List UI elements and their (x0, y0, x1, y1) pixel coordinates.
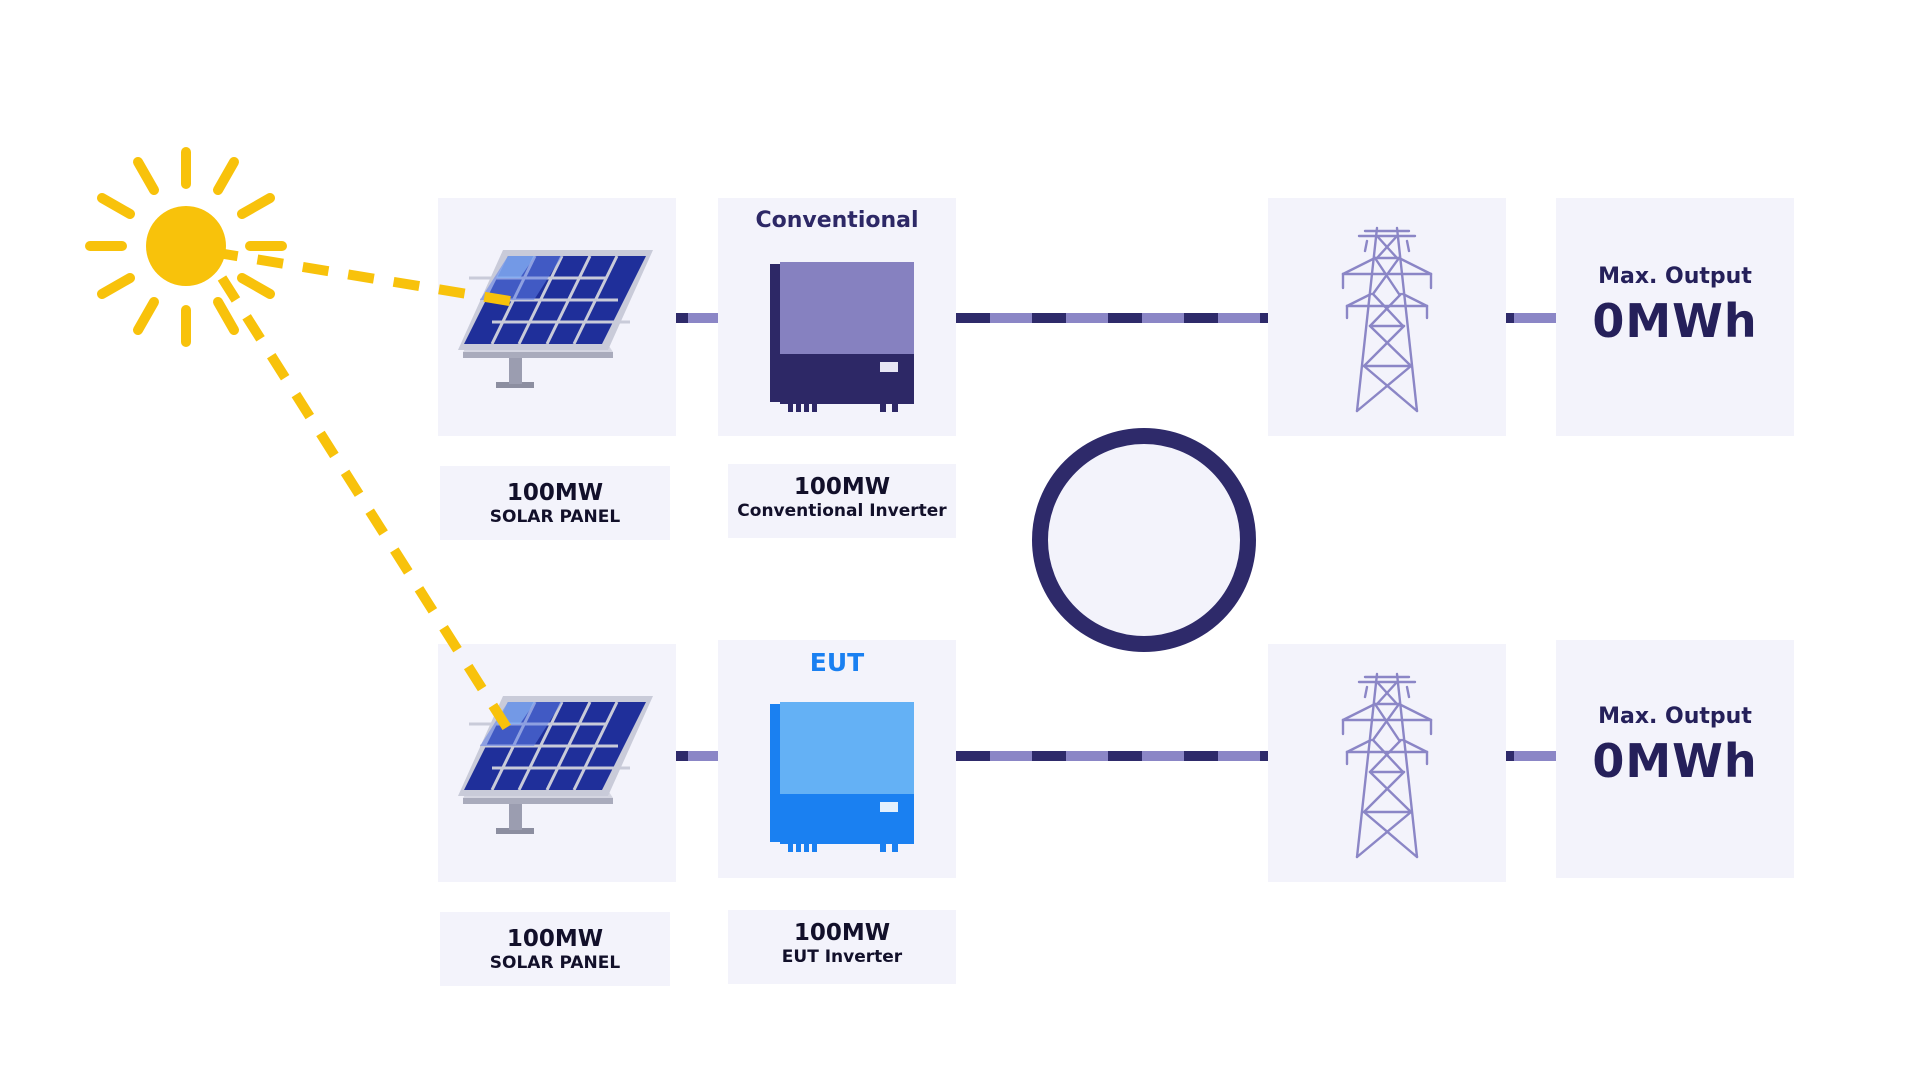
tower-box-bottom (1268, 644, 1506, 882)
inverter-title-conventional: Conventional (755, 208, 919, 233)
inverter-name: Conventional Inverter (737, 501, 947, 521)
inverter-title-top: Conventional (718, 198, 956, 258)
max-output-value: 0MWh (1592, 734, 1758, 788)
max-output-value: 0MWh (1592, 294, 1758, 348)
output-box-top (1556, 198, 1794, 436)
inverter-icon (770, 702, 914, 852)
panel-name: SOLAR PANEL (489, 953, 621, 973)
inverter-label-bottom: 100MW EUT Inverter (728, 910, 956, 984)
max-output-title: Max. Output (1598, 704, 1752, 729)
max-output-title: Max. Output (1598, 264, 1752, 289)
sunlight-beams (211, 247, 529, 745)
solar-panel-label-top: 100MW SOLAR PANEL (440, 466, 670, 540)
inverter-capacity: 100MW (793, 920, 891, 946)
inverter-title-eut: EUT (809, 648, 865, 677)
status-circle (1032, 428, 1256, 652)
inverter-name: EUT Inverter (781, 947, 903, 967)
output-box-bottom (1556, 640, 1794, 878)
max-output-top: Max. Output 0MWh (1556, 198, 1794, 436)
inverter-title-bottom: EUT (718, 640, 956, 700)
sun-icon (85, 147, 287, 347)
max-output-bottom: Max. Output 0MWh (1556, 640, 1794, 878)
solar-panel-label-bottom: 100MW SOLAR PANEL (440, 912, 670, 986)
tower-box-top (1268, 198, 1506, 436)
inverter-icon (770, 262, 914, 412)
inverter-label-top: 100MW Conventional Inverter (728, 464, 956, 538)
panel-capacity: 100MW (506, 480, 604, 506)
inverter-capacity: 100MW (793, 474, 891, 500)
panel-capacity: 100MW (506, 926, 604, 952)
panel-name: SOLAR PANEL (489, 507, 621, 527)
